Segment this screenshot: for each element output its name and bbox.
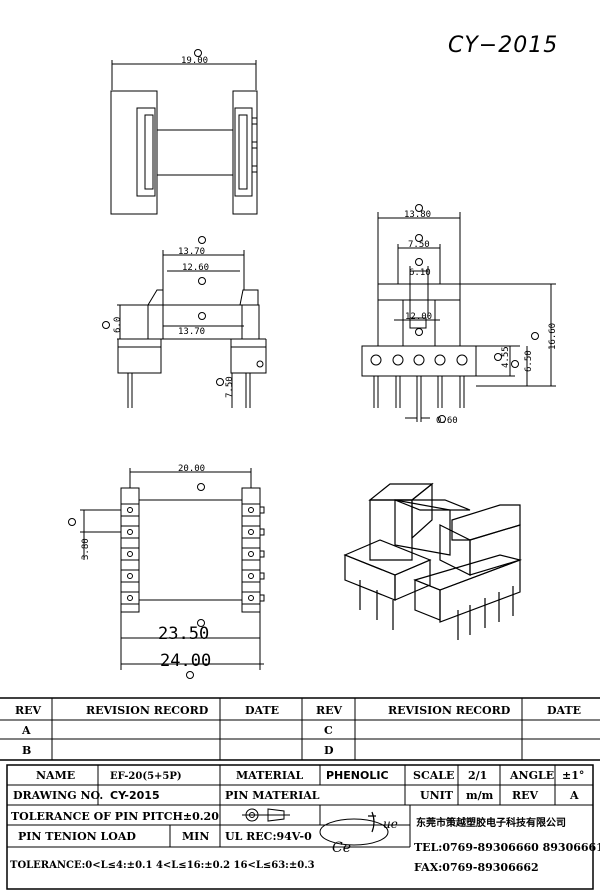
rev-c: C	[324, 724, 333, 737]
name-label: NAME	[36, 769, 75, 782]
company-tel: TEL:0769-89306660 89306661	[414, 841, 600, 854]
dim-23-50: 23.50	[158, 624, 209, 644]
revision-table	[0, 697, 600, 761]
rev-label: REV	[512, 789, 539, 802]
drawing-no-value: CY-2015	[110, 789, 160, 802]
svg-text:Ce: Ce	[332, 840, 351, 856]
title-block	[6, 764, 594, 890]
projection-symbol-icon	[242, 808, 290, 822]
revision-record-header-2: REVISION RECORD	[388, 704, 511, 717]
company-logo-icon: Ce ue	[319, 811, 398, 856]
scale-label: SCALE	[413, 769, 454, 782]
rev-a: A	[21, 724, 31, 737]
isometric-view	[343, 482, 523, 640]
dim-20-00: 20.00	[178, 464, 205, 474]
dim-13-70-b: 13.70	[178, 327, 205, 337]
angle-value: ±1°	[562, 769, 584, 782]
dim-3-80: 3.80	[81, 538, 91, 560]
scale-value: 2/1	[468, 769, 487, 782]
dim-7-50-b: 7.50	[408, 240, 430, 250]
date-header-2: DATE	[547, 704, 581, 717]
company-fax: FAX:0769-89306662	[414, 861, 539, 874]
pin-load-label: PIN TENION LOAD	[18, 830, 136, 843]
tolerance-line: TOLERANCE:0<L≤4:±0.1 4<L≤16:±0.2 16<L≤63…	[10, 860, 315, 871]
rev-header-2: REV	[316, 704, 343, 717]
company-name: 东莞市策越塑胶电子科技有限公司	[416, 816, 566, 829]
dim-19: 19.00	[181, 56, 208, 66]
front-view: 13.70 12.60 13.70 6.0 7.50	[102, 236, 267, 408]
dim-6-10: 6.10	[409, 268, 431, 278]
drawing-title: CY−2015	[448, 33, 558, 58]
dim-13-70-a: 13.70	[178, 247, 205, 257]
dim-12-60: 12.60	[182, 263, 209, 273]
unit-value: m/m	[466, 789, 494, 802]
side-view: 19.00	[110, 49, 258, 215]
revision-record-header-1: REVISION RECORD	[86, 704, 209, 717]
dim-13-80: 13.80	[404, 210, 431, 220]
svg-text:ue: ue	[383, 817, 398, 831]
material-value: PHENOLIC	[326, 769, 389, 782]
rev-header-1: REV	[15, 704, 42, 717]
pin-material-label: PIN MATERIAL	[225, 789, 320, 802]
dim-6-0: 6.0	[113, 317, 123, 333]
pin-load-min: MIN	[182, 830, 209, 843]
tolerance-pitch: TOLERANCE OF PIN PITCH±0.20	[11, 810, 219, 823]
dim-7-50: 7.50	[225, 376, 235, 398]
angle-label: ANGLE	[509, 769, 554, 782]
dim-0-60: 0.60	[436, 416, 458, 426]
rev-value: A	[569, 789, 579, 802]
ul-rec: UL REC:94V-0	[225, 830, 312, 843]
unit-label: UNIT	[420, 789, 454, 802]
name-value: EF-20(5+5P)	[110, 771, 182, 782]
dim-6-50: 6.50	[524, 350, 534, 372]
bottom-view: 20.00 3.80 23.50 24.00	[68, 464, 265, 679]
dim-24-00: 24.00	[160, 651, 211, 671]
end-view: 13.80 7.50 6.10 12.00 16.60 4.55	[361, 204, 558, 426]
rev-d: D	[324, 744, 334, 757]
drawing-no-label: DRAWING NO.	[13, 789, 103, 802]
rev-b: B	[22, 744, 31, 757]
date-header-1: DATE	[245, 704, 279, 717]
dim-16-60: 16.60	[548, 323, 558, 350]
dim-12-00: 12.00	[405, 312, 432, 322]
dim-4-55: 4.55	[501, 346, 511, 368]
material-label: MATERIAL	[236, 769, 304, 782]
